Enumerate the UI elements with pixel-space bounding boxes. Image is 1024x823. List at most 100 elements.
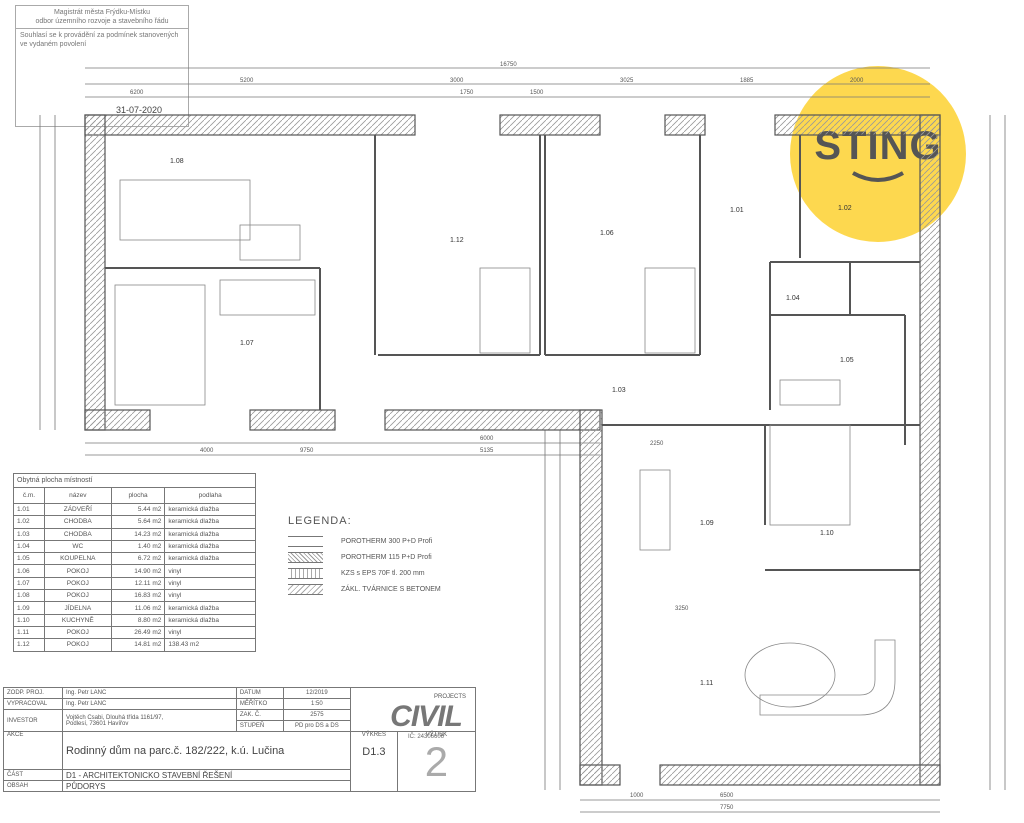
room-number: 1.11	[13, 625, 45, 640]
dimension-lines	[39, 67, 1006, 813]
room-1.09: 1.09	[700, 520, 714, 527]
drawing-number: D1.3	[362, 746, 386, 758]
room-name: CHODBA	[43, 515, 112, 529]
project-name: Rodinný dům na parc.č. 182/222, k.ú. Luč…	[62, 731, 351, 770]
room-floor: vinyl	[164, 589, 256, 603]
svg-text:3250: 3250	[675, 606, 689, 612]
room-1.03: 1.03	[612, 387, 626, 394]
room-floor: keramická dlažba	[164, 601, 256, 615]
partitions	[105, 135, 920, 571]
room-name: POKOJ	[43, 576, 112, 591]
stamp-note: Souhlasí se k provádění za podmínek stan…	[20, 32, 179, 48]
svg-text:1885: 1885	[740, 78, 754, 84]
room-name: WC	[43, 539, 112, 554]
svg-text:7750: 7750	[720, 805, 734, 811]
room-floor: keramická dlažba	[164, 613, 256, 627]
room-1.04: 1.04	[786, 295, 800, 302]
room-floor: vinyl	[164, 576, 256, 591]
room-name: CHODBA	[43, 527, 112, 541]
room-1.02: 1.02	[838, 205, 852, 212]
room-number: 1.02	[13, 515, 45, 529]
room-floor: vinyl	[164, 625, 256, 640]
legend-item: ZÁKL. TVÁRNICE S BETONEM	[288, 581, 441, 597]
insulation-swatch	[288, 567, 323, 579]
legend-item: POROTHERM 115 P+D Profi	[288, 549, 441, 565]
room-1.08: 1.08	[170, 158, 184, 165]
room-area: 1.40 m2	[110, 539, 166, 554]
room-floor: keramická dlažba	[164, 527, 256, 541]
room-number: 1.05	[13, 552, 45, 566]
copy-number: 2	[424, 738, 449, 785]
room-number: 1.06	[13, 564, 45, 578]
svg-text:5200: 5200	[240, 78, 254, 84]
room-area-table: Obytná plocha místností č.m.název plocha…	[13, 473, 256, 652]
room-1.07: 1.07	[240, 340, 254, 347]
foundation-swatch	[288, 583, 323, 595]
room-1.06: 1.06	[600, 230, 614, 237]
smile-icon	[852, 171, 904, 182]
room-name: ZÁDVEŘÍ	[43, 502, 112, 517]
room-1.12: 1.12	[450, 237, 464, 244]
room-name: POKOJ	[43, 589, 112, 603]
svg-text:6000: 6000	[480, 436, 494, 442]
svg-text:1750: 1750	[460, 90, 474, 96]
dimension-labels: 16750 6200 5200 3000 1750 1500 3025 1885…	[130, 62, 864, 811]
room-number: 1.07	[13, 576, 45, 591]
svg-text:5135: 5135	[480, 448, 494, 454]
room-floor: 138.43 m2	[164, 638, 256, 652]
svg-text:3000: 3000	[450, 78, 464, 84]
room-labels: 1.08 1.07 1.12 1.06 1.01 1.02 1.03 1.04 …	[170, 158, 854, 687]
room-name: POKOJ	[43, 638, 112, 652]
legend: LEGENDA: POROTHERM 300 P+D Profi POROTHE…	[288, 515, 441, 597]
room-1.11: 1.11	[700, 680, 713, 687]
room-floor: keramická dlažba	[164, 539, 256, 554]
room-number: 1.09	[13, 601, 45, 615]
room-1.01: 1.01	[730, 207, 744, 214]
svg-text:6200: 6200	[130, 90, 144, 96]
walls	[84, 114, 941, 786]
room-number: 1.08	[13, 589, 45, 603]
room-number: 1.01	[13, 502, 45, 517]
room-floor: keramická dlažba	[164, 552, 256, 566]
civil-projects-logo: PROJECTS CIVIL IČ: 24306606	[390, 694, 466, 740]
legend-item: POROTHERM 300 P+D Profi	[288, 533, 441, 549]
svg-text:1500: 1500	[530, 90, 544, 96]
svg-text:3025: 3025	[620, 78, 634, 84]
room-number: 1.04	[13, 539, 45, 554]
svg-text:2250: 2250	[650, 441, 664, 447]
room-name: POKOJ	[43, 625, 112, 640]
svg-text:4000: 4000	[200, 448, 214, 454]
room-1.10: 1.10	[820, 530, 834, 537]
legend-item: KZS s EPS 70F tl. 200 mm	[288, 565, 441, 581]
svg-text:9750: 9750	[300, 448, 314, 454]
furniture	[114, 179, 896, 716]
svg-text:1000: 1000	[630, 793, 644, 799]
room-1.05: 1.05	[840, 357, 854, 364]
room-floor: keramická dlažba	[164, 502, 256, 517]
svg-text:2000: 2000	[850, 78, 864, 84]
room-name: POKOJ	[43, 564, 112, 578]
room-name: KOUPELNA	[43, 552, 112, 566]
room-number: 1.10	[13, 613, 45, 627]
svg-text:6500: 6500	[720, 793, 734, 799]
wall-115-swatch	[288, 551, 323, 563]
room-floor: vinyl	[164, 564, 256, 578]
room-number: 1.12	[13, 638, 45, 652]
room-floor: keramická dlažba	[164, 515, 256, 529]
stamp-authority: Magistrát města Frýdku-Místku	[53, 9, 151, 16]
room-number: 1.03	[13, 527, 45, 541]
room-area: 14.23 m2	[110, 527, 166, 541]
